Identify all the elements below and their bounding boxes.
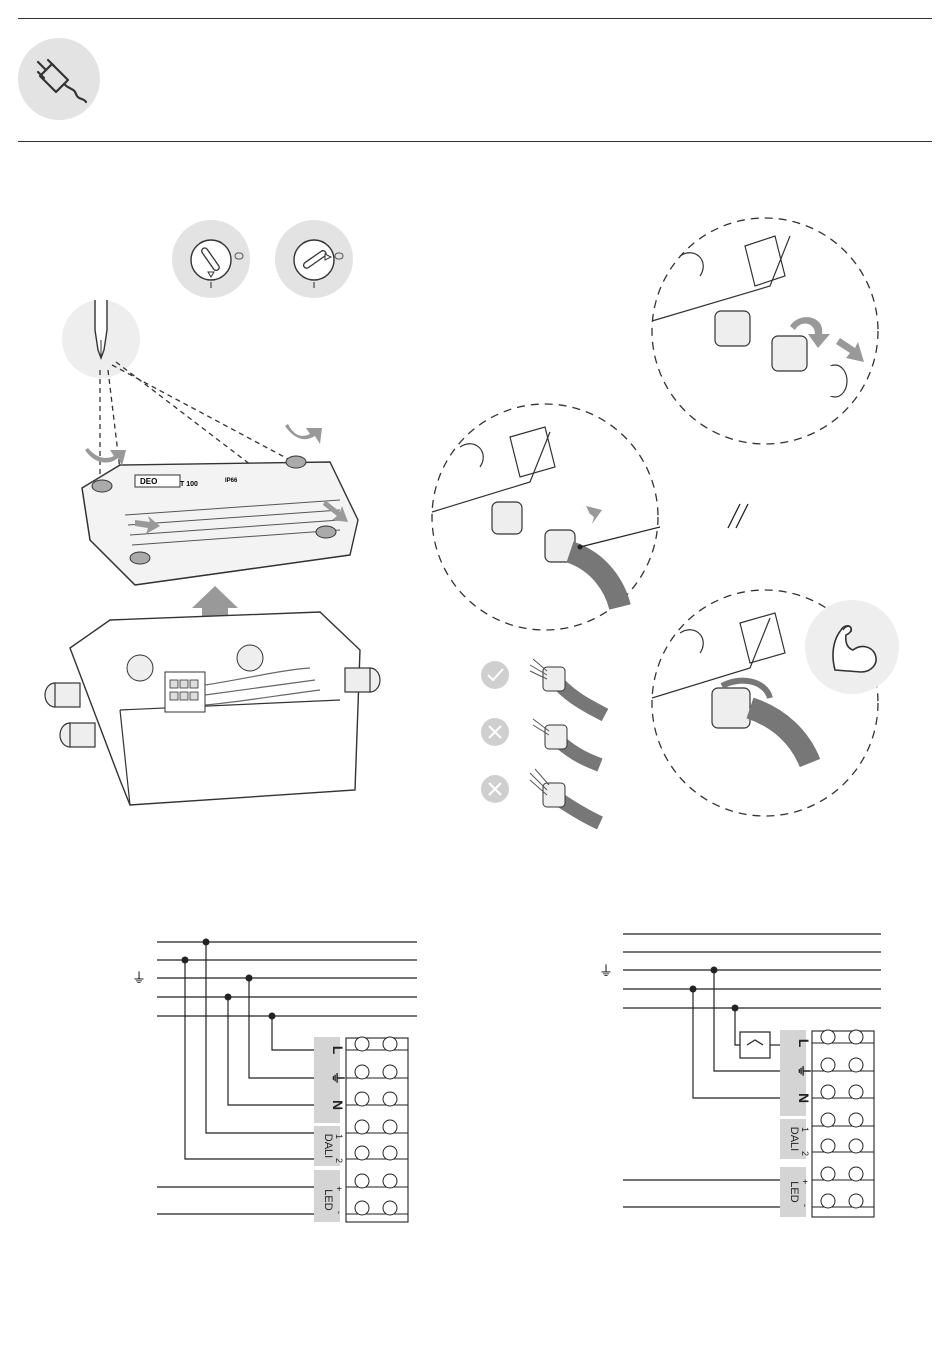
earth-symbol: ⏚: [599, 963, 613, 979]
terminal-label-l: L: [796, 1039, 812, 1048]
terminal-label-earth: ⏚: [796, 1064, 812, 1078]
box-ip: IP66: [225, 478, 238, 484]
flexed-arm-icon: [805, 600, 900, 695]
led-pin-plus: +: [800, 1179, 810, 1184]
unlocked-icon: [275, 220, 353, 298]
wiring-diagram-right: ⏚ L ⏚ N DALI 1 2 LED + -: [595, 924, 895, 1224]
top-divider: [18, 18, 932, 19]
box-label: DEO: [140, 477, 157, 486]
terminal-label-n: N: [330, 1100, 346, 1110]
terminal-label-led: LED: [322, 1189, 334, 1210]
terminal-label-dali: DALI: [322, 1134, 334, 1158]
led-pin-plus: +: [334, 1186, 344, 1191]
dali-pin-1: 1: [800, 1127, 810, 1132]
cable-break-mark: [720, 500, 760, 530]
box-model: T 100: [180, 481, 198, 488]
dali-pin-2: 2: [334, 1158, 344, 1163]
cable-check-list: [475, 645, 615, 835]
earth-symbol: ⏚: [132, 970, 146, 986]
terminal-label-l: L: [330, 1046, 346, 1055]
plug-icon: [18, 38, 100, 120]
terminal-label-n: N: [796, 1093, 812, 1103]
cross-icon: [481, 775, 509, 803]
check-icon: [481, 661, 509, 689]
junction-box-illustration: DEO T 100 IP66: [40, 350, 400, 820]
dali-pin-2: 2: [800, 1151, 810, 1156]
led-pin-minus: -: [334, 1211, 344, 1214]
led-pin-minus: -: [800, 1204, 810, 1207]
dali-pin-1: 1: [334, 1134, 344, 1139]
terminal-label-dali: DALI: [788, 1127, 800, 1151]
cable-insert-detail: [430, 402, 660, 632]
terminal-label-led: LED: [788, 1181, 800, 1202]
gland-removal-detail: [650, 216, 880, 446]
wiring-diagram-left: ⏚ L ⏚ N DALI 1 2 LED + -: [120, 930, 420, 1230]
terminal-label-earth: ⏚: [330, 1071, 346, 1085]
locked-icon: [172, 220, 250, 298]
cross-icon: [481, 718, 509, 746]
header-divider: [18, 141, 932, 142]
